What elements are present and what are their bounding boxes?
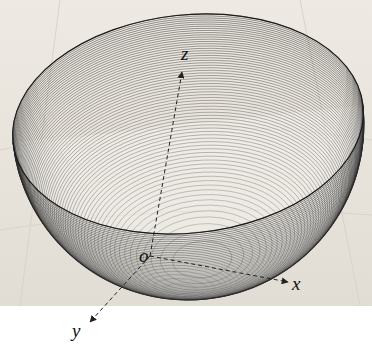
- contour-line: [29, 74, 361, 300]
- bowl-rim: [2, 0, 372, 251]
- contour-line: [148, 219, 256, 293]
- axis-label: y: [72, 321, 80, 340]
- axis-label: x: [292, 274, 300, 293]
- x-axis: [150, 256, 288, 282]
- contour-line: [132, 204, 270, 298]
- axes: [90, 72, 288, 322]
- contour-line: [92, 162, 308, 309]
- contour-line: [65, 130, 331, 311]
- z-axis: [150, 72, 182, 256]
- contour-line: [104, 176, 296, 307]
- contour-line: [23, 63, 365, 296]
- y-axis: [90, 256, 150, 322]
- contour-line: [100, 172, 301, 309]
- contour-line: [114, 187, 287, 305]
- contour-line: [171, 238, 234, 281]
- contour-line: [60, 122, 336, 310]
- contour-line: [3, 5, 372, 258]
- contour-line: [43, 98, 349, 306]
- bowl-contours: [2, 0, 372, 317]
- contour-line: [54, 115, 340, 309]
- contour-line: [96, 167, 305, 309]
- contour-line: [109, 181, 292, 306]
- contour-line: [36, 86, 356, 304]
- contour-line: [120, 192, 283, 303]
- axis-label: o: [139, 246, 149, 265]
- contour-line: [126, 198, 277, 301]
- contour-line: [74, 141, 324, 311]
- contour-line: [158, 227, 246, 287]
- contour-line: [68, 133, 329, 311]
- contour-line: [57, 119, 338, 310]
- contour-line: [62, 126, 333, 311]
- contour-line: [26, 68, 363, 297]
- axis-label: z: [181, 44, 188, 63]
- contour-line: [81, 149, 318, 311]
- contour-line: [71, 137, 326, 311]
